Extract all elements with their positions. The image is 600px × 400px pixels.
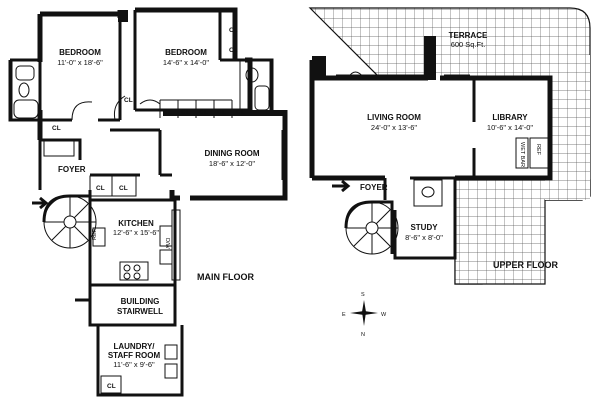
bath-left-sink — [15, 65, 35, 81]
bath-left-toilet — [18, 82, 30, 98]
kitchen-closet — [111, 175, 137, 197]
laundry-label-line2: STAFF ROOM — [108, 351, 161, 360]
terrace-name: TERRACE — [449, 31, 488, 40]
laundry-closet — [100, 375, 122, 394]
main-floor-column — [118, 10, 128, 22]
kitchen-walls — [88, 190, 177, 287]
library-ref-label: REF — [535, 144, 541, 156]
compass-w: W — [381, 312, 387, 318]
library-ref — [529, 137, 551, 169]
living-windows — [336, 74, 470, 79]
compass-e: E — [342, 312, 346, 318]
upper-foyer-walls — [383, 176, 457, 260]
living-name: LIVING ROOM — [367, 113, 421, 122]
bedroom1-dims: 11'-0" x 18'-6" — [57, 58, 103, 67]
bath-right-tub — [254, 85, 270, 111]
main-floor-plan — [8, 7, 288, 397]
main-foyer-name: FOYER — [58, 165, 86, 174]
upper-foyer-name: FOYER — [360, 183, 388, 192]
upper-column — [424, 36, 436, 80]
kitchen-sink — [159, 249, 173, 265]
spiral-stair-main — [42, 194, 97, 249]
burner — [123, 272, 131, 280]
foyer-closet — [43, 139, 75, 157]
upper-entry-arrow — [332, 179, 351, 193]
spiral-stair-upper — [344, 200, 399, 255]
wet-bar-label: WET BAR — [519, 142, 525, 167]
burner — [133, 272, 141, 280]
kitchen-range — [119, 261, 149, 281]
closet-label: CL — [124, 97, 133, 104]
living-dims: 24'-0" x 13'-6" — [371, 123, 417, 132]
closet-label: CL — [199, 109, 208, 116]
study-name: STUDY — [410, 223, 438, 232]
upper-floor-plan — [308, 7, 591, 285]
library-name: LIBRARY — [492, 113, 528, 122]
upper-floor-labels: TERRACE 600 Sq.Ft. LIVING ROOM 24'-0" x … — [360, 31, 559, 270]
closet-label: CL — [229, 27, 238, 34]
laundry-washer — [164, 344, 178, 360]
bedroom2-walls — [133, 10, 250, 112]
stairwell-walls — [75, 285, 177, 327]
living-library-block — [310, 78, 550, 180]
closet-label: CL — [181, 109, 190, 116]
bath-right-wall — [238, 58, 274, 114]
closet-label: CL — [236, 109, 245, 116]
powder-room — [413, 179, 443, 207]
dining-window — [281, 130, 286, 180]
burner — [133, 264, 141, 272]
closet-label: CL — [107, 383, 116, 390]
upper-column — [312, 56, 326, 80]
closet-label: CL — [217, 109, 226, 116]
bedroom-door-arcs — [71, 95, 161, 121]
closet-label: CL — [96, 185, 105, 192]
library-wet-bar — [515, 137, 529, 169]
terrace-tiles-right — [545, 55, 590, 200]
bedroom1-name: BEDROOM — [59, 48, 101, 57]
kitchen-dims: 12'-6" x 15'-6" — [113, 228, 159, 237]
living-door-arc — [347, 71, 365, 79]
closet-label: CL — [163, 109, 172, 116]
stairwell-label-line2: STAIRWELL — [117, 307, 163, 316]
upper-floor-title: UPPER FLOOR — [493, 260, 559, 270]
main-floor-title: MAIN FLOOR — [197, 272, 254, 282]
bath-left-wall — [8, 58, 40, 122]
closets-row — [159, 99, 233, 118]
library-dims: 10'-6" x 14'-0" — [487, 123, 533, 132]
compass-needle-horizontal — [350, 311, 378, 315]
bedroom2-name: BEDROOM — [165, 48, 207, 57]
foyer-walls — [38, 128, 172, 190]
stairwell-label-line1: BUILDING — [121, 297, 160, 306]
dining-name: DINING ROOM — [204, 149, 259, 158]
kitchen-dw — [159, 225, 173, 247]
kitchen-dw-label: D/W — [164, 238, 170, 250]
laundry-walls — [96, 325, 184, 397]
laundry-dryer — [164, 363, 178, 379]
kitchen-ref-label: REF — [92, 228, 98, 240]
main-entry-arrow — [32, 196, 49, 210]
dining-top-wall — [163, 110, 285, 116]
bath-right-toilet — [245, 67, 259, 83]
kitchen-ref — [92, 227, 106, 247]
compass-n: N — [361, 332, 365, 338]
bath-left-tub — [13, 99, 39, 119]
compass-rose: S N E W — [342, 292, 387, 338]
closet-label: CL — [119, 185, 128, 192]
bedroom2-dims: 14'-6" x 14'-0" — [163, 58, 209, 67]
compass-s: S — [361, 292, 365, 298]
dining-dims: 18'-6" x 12'-0" — [209, 159, 255, 168]
kitchen-name: KITCHEN — [118, 219, 154, 228]
bedroom1-walls — [38, 14, 122, 140]
study-dims: 8'-6" x 8'-0" — [405, 233, 443, 242]
powder-toilet — [421, 186, 435, 198]
closet-label: CL — [229, 47, 238, 54]
burner — [123, 264, 131, 272]
laundry-dims: 11'-6" x 9'-6" — [113, 360, 155, 369]
laundry-label-line1: LAUNDRY/ — [113, 342, 155, 351]
closet-label: CL — [52, 125, 61, 132]
main-floor-labels: BEDROOM 11'-0" x 18'-6" BEDROOM 14'-6" x… — [52, 27, 260, 390]
terrace-dims: 600 Sq.Ft. — [451, 40, 486, 49]
